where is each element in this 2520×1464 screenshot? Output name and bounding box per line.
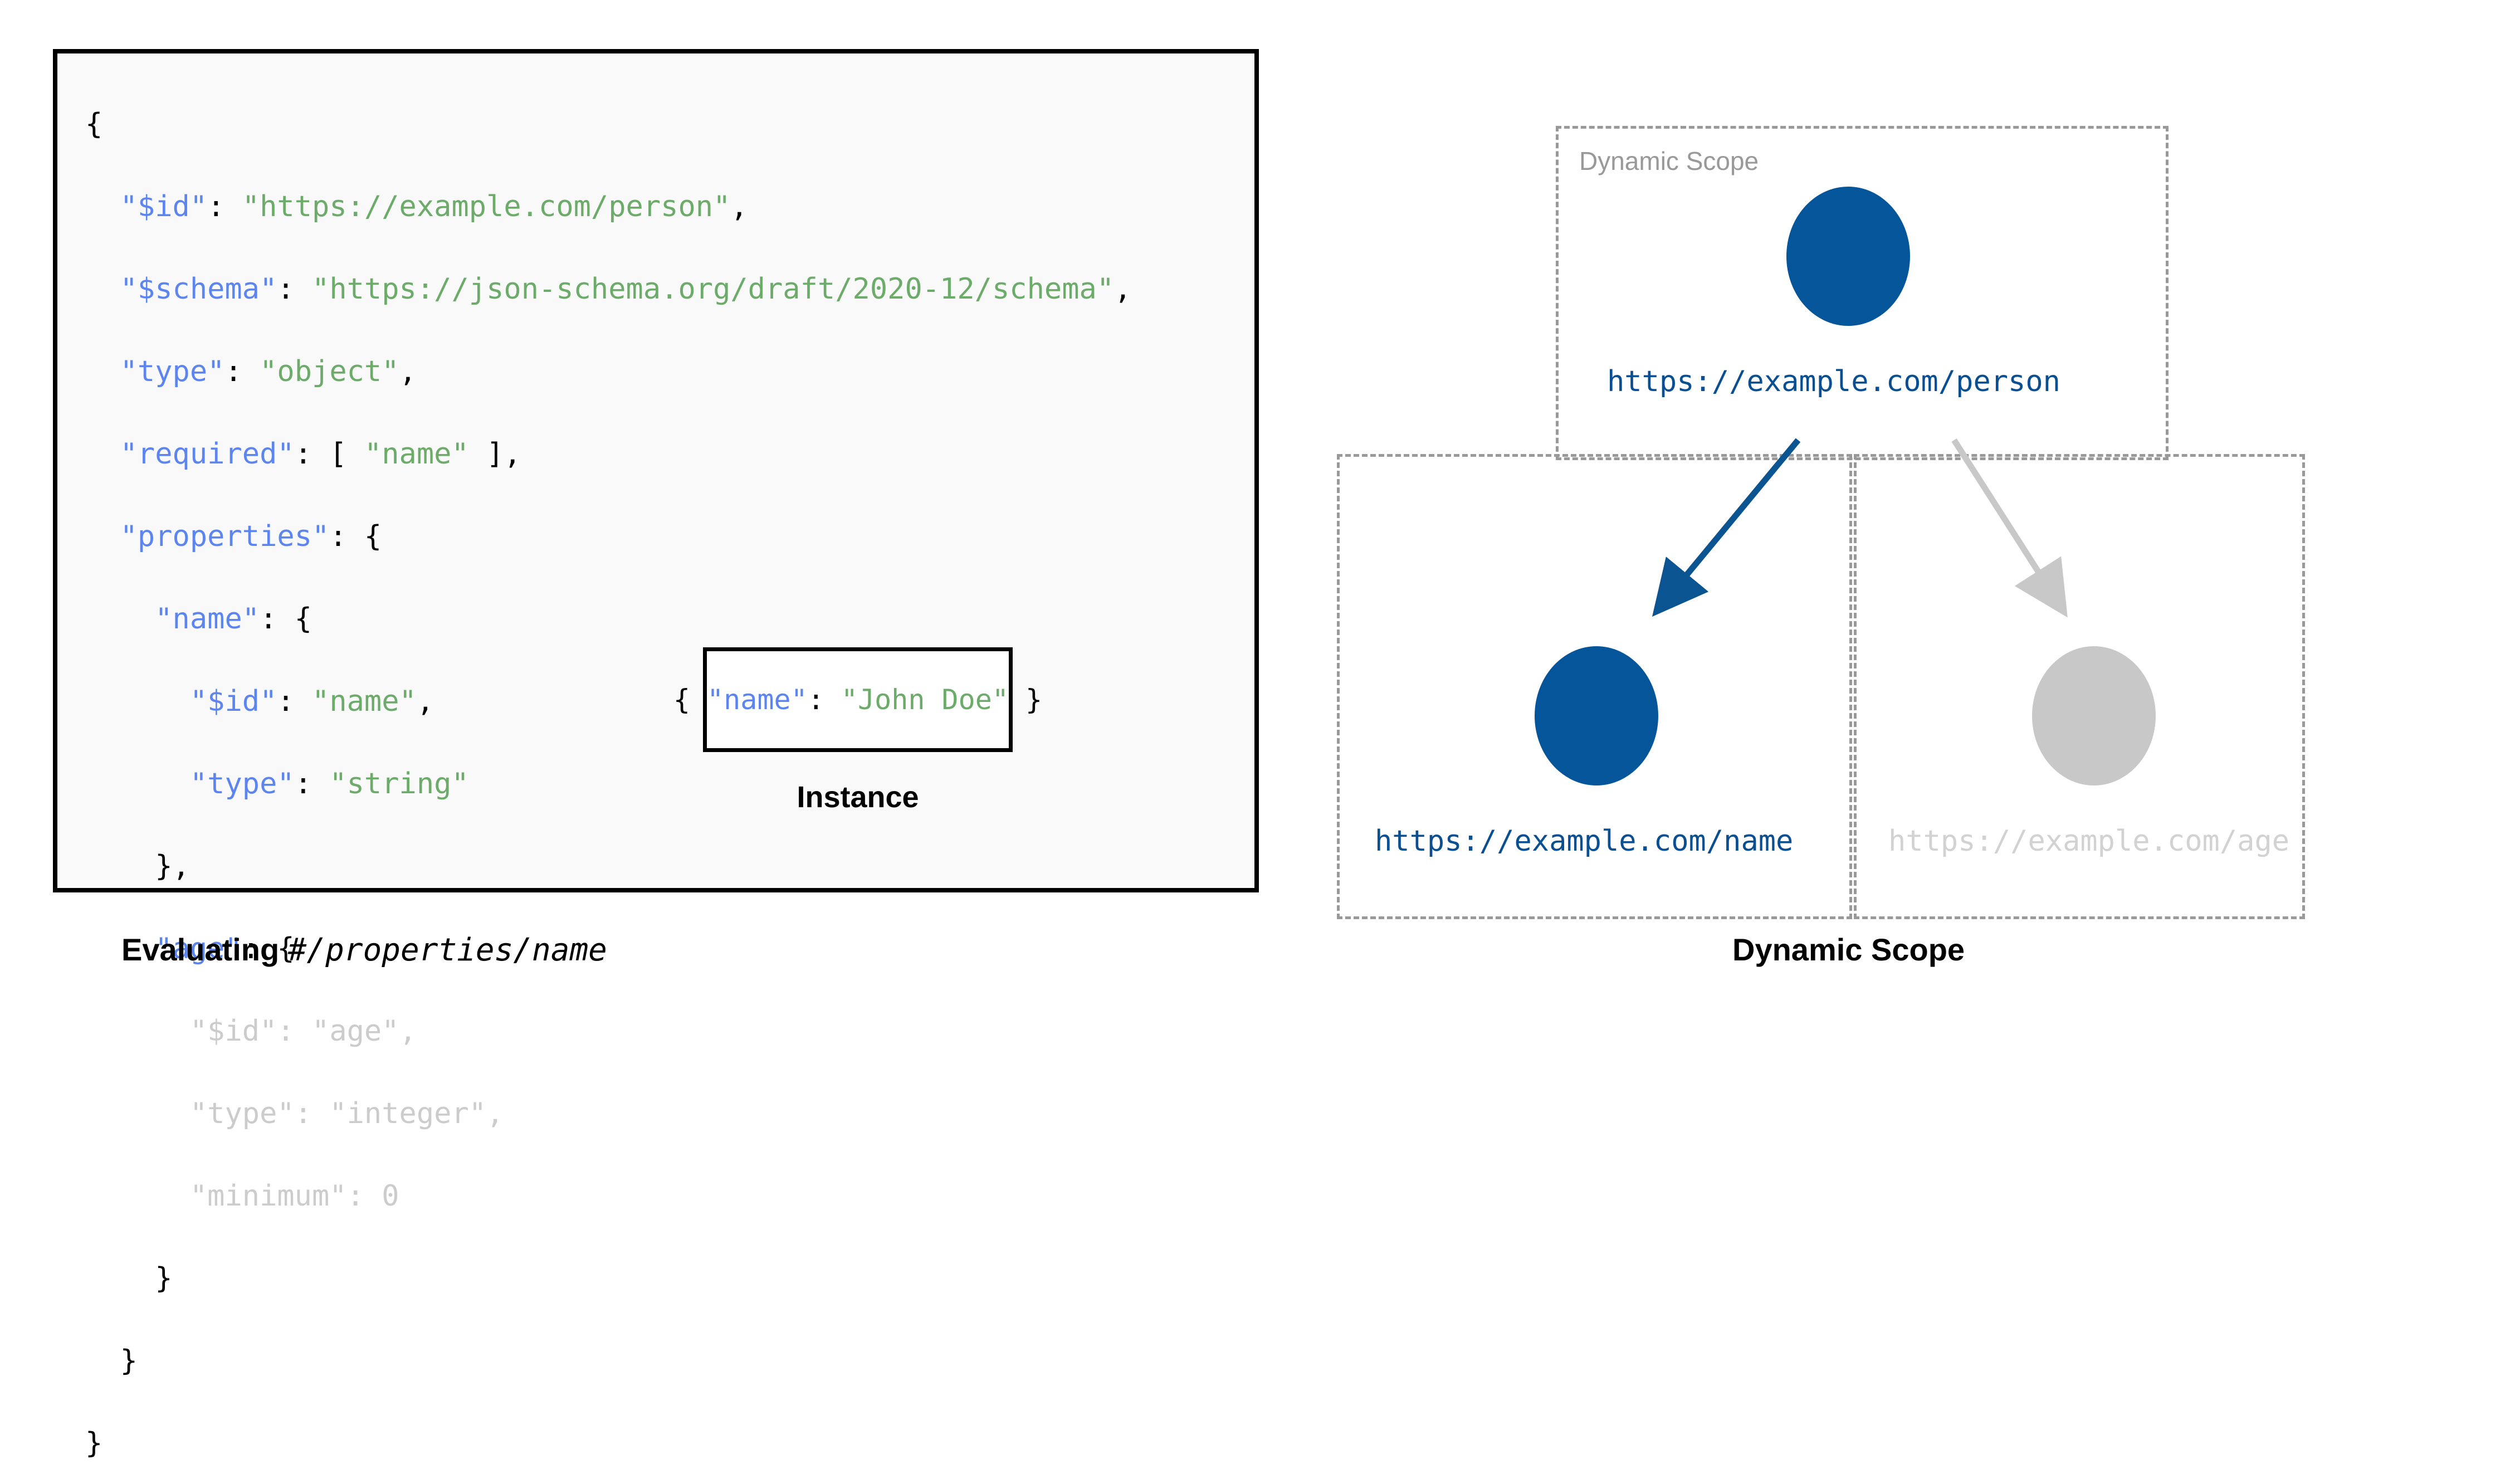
code-token-punct: ], — [468, 437, 521, 471]
code-line: { — [85, 104, 1131, 145]
left-caption-bold: Evaluating — [121, 932, 288, 967]
code-token-punct: } — [120, 1344, 138, 1378]
scope-box-age — [1854, 454, 2305, 919]
code-token-key: "name" — [707, 684, 808, 716]
code-token-punct: } — [155, 1262, 173, 1295]
instance-code-text: { "name": "John Doe" } — [673, 684, 1042, 716]
code-token-num: 0 — [382, 1179, 399, 1213]
code-token-punct: } — [85, 1427, 103, 1460]
instance-box: { "name": "John Doe" } — [673, 647, 1042, 752]
code-line: "type": "integer", — [85, 1093, 1131, 1134]
code-token-punct: : — [207, 190, 242, 223]
instance-caption: Instance — [797, 780, 919, 814]
code-token-str: "object" — [260, 355, 399, 388]
code-token-key: "age" — [155, 932, 242, 965]
code-line: } — [85, 1258, 1131, 1299]
code-line: "required": [ "name" ], — [85, 433, 1131, 475]
code-line: "age": { — [85, 928, 1131, 969]
scope-box-name — [1337, 454, 1852, 919]
code-token-punct: , — [416, 685, 434, 718]
code-line: } — [85, 1340, 1131, 1382]
node-circle-age — [2032, 646, 2156, 785]
code-token-punct: : { — [242, 932, 295, 965]
code-line: "name": { — [85, 598, 1131, 640]
code-line: "$id": "age", — [85, 1011, 1131, 1052]
right-figure-caption: Dynamic Scope — [1732, 932, 1965, 967]
code-token-punct: : — [807, 684, 841, 716]
left-caption-pointer: #/properties/name — [287, 932, 607, 968]
code-token-punct: , — [399, 355, 417, 388]
code-line: "minimum": 0 — [85, 1175, 1131, 1217]
code-token-punct: }, — [155, 850, 190, 883]
node-label-age: https://example.com/age — [1888, 824, 2290, 858]
code-token-punct: } — [1008, 684, 1043, 716]
code-token-key: "type" — [189, 1097, 295, 1130]
code-line: "type": "object", — [85, 351, 1131, 392]
code-token-key: "required" — [120, 437, 295, 471]
code-token-str: "name" — [312, 685, 417, 718]
code-line: }, — [85, 846, 1131, 887]
code-token-key: "$schema" — [120, 272, 277, 306]
schema-code-panel: { "$id": "https://example.com/person", "… — [53, 49, 1259, 1460]
code-token-punct: : { — [329, 520, 382, 553]
code-token-key: "minimum" — [189, 1179, 347, 1213]
code-token-str: "string" — [329, 767, 469, 801]
code-token-key: "name" — [155, 602, 260, 636]
code-token-str: "https://example.com/person" — [242, 190, 731, 223]
code-token-key: "$id" — [189, 1014, 277, 1048]
code-token-punct: : — [224, 355, 260, 388]
code-token-punct: , — [730, 190, 748, 223]
code-token-punct: : — [294, 767, 330, 801]
code-token-key: "type" — [120, 355, 225, 388]
scope-box-person — [1556, 126, 2169, 460]
code-token-punct: { — [85, 108, 103, 141]
code-token-str: "John Doe" — [841, 684, 1009, 716]
code-token-punct: : { — [260, 602, 312, 636]
code-token-punct: : — [277, 272, 312, 306]
code-line: "properties": { — [85, 516, 1131, 557]
code-line: "$id": "https://example.com/person", — [85, 186, 1131, 227]
node-circle-person — [1786, 187, 1910, 326]
code-token-key: "type" — [189, 767, 295, 801]
code-token-punct: : [ — [294, 437, 364, 471]
code-line: "type": "string" — [85, 763, 1131, 804]
code-token-str: "age" — [312, 1014, 399, 1048]
code-line: "$schema": "https://json-schema.org/draf… — [85, 269, 1132, 310]
code-token-punct: , — [1114, 272, 1132, 306]
code-token-str: "name" — [364, 437, 469, 471]
node-circle-name — [1535, 646, 1658, 785]
code-token-punct: : — [346, 1179, 382, 1213]
code-token-key: "$id" — [189, 685, 277, 718]
left-figure-caption: Evaluating #/properties/name — [121, 931, 607, 968]
code-line: "$id": "name", — [85, 681, 1131, 722]
code-token-punct: : — [294, 1097, 330, 1130]
code-token-punct: , — [399, 1014, 417, 1048]
code-token-str: "https://json-schema.org/draft/2020-12/s… — [312, 272, 1115, 306]
code-token-punct: { — [673, 684, 707, 716]
code-token-punct: , — [486, 1097, 504, 1130]
code-token-punct: : — [277, 685, 312, 718]
dynamic-scope-diagram: Dynamic Scope https://example.com/person… — [1326, 84, 2306, 930]
code-token-str: "integer" — [329, 1097, 487, 1130]
code-line: } — [85, 1423, 1131, 1464]
node-label-name: https://example.com/name — [1375, 824, 1794, 858]
node-label-person: https://example.com/person — [1607, 365, 2060, 398]
dynamic-scope-label: Dynamic Scope — [1579, 147, 1759, 175]
code-token-key: "$id" — [120, 190, 208, 223]
code-token-punct: : — [277, 1014, 312, 1048]
code-token-key: "properties" — [120, 520, 330, 553]
